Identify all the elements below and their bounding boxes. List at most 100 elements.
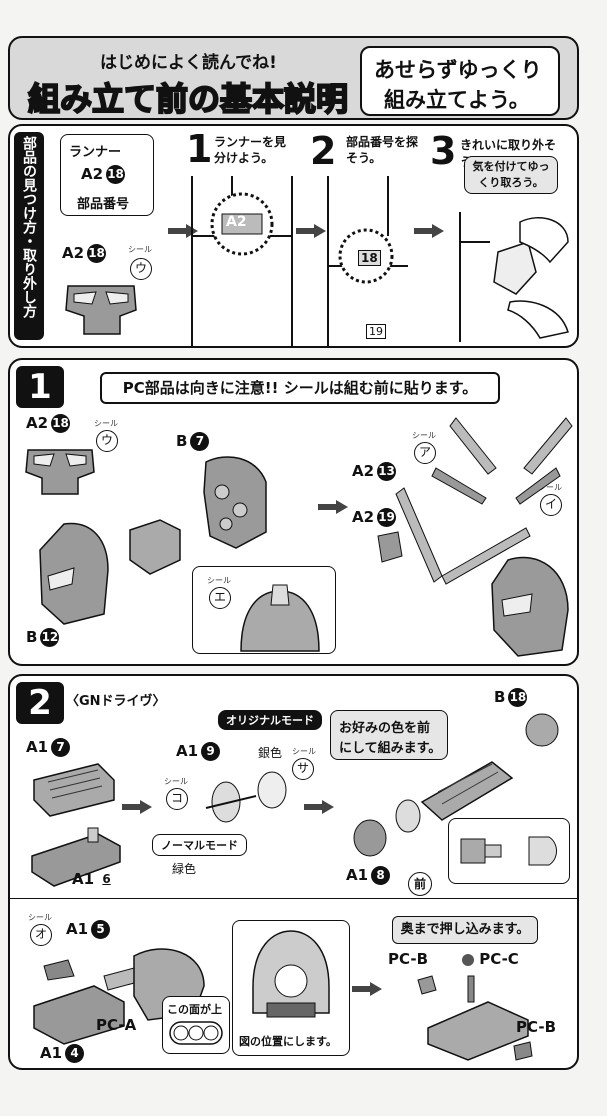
step3-bubble: 気を付けてゆっくり取ろう。	[464, 156, 558, 194]
head-back-drawing	[203, 456, 267, 549]
step2-num: 2	[28, 683, 52, 723]
face-part-drawing	[65, 285, 137, 335]
tagline-line2: 組み立てよう。	[384, 88, 530, 112]
arrow-right-icon	[122, 800, 152, 814]
runner-label: ランナー	[69, 145, 122, 160]
step2-subtitle: 〈GNドライヴ〉	[66, 694, 166, 709]
base-top-view-drawing	[252, 930, 330, 1018]
seal-o-char: オ	[30, 924, 52, 946]
silver-label: 銀色	[258, 746, 283, 760]
part-code: A2	[352, 462, 375, 480]
arrow-right-icon	[296, 224, 326, 238]
part-num: 7	[51, 738, 71, 757]
normal-mode-badge: ノーマルモード	[152, 834, 247, 856]
part-num: 18	[508, 688, 528, 707]
seal-e-label: シール	[207, 576, 231, 585]
part-code: A1	[176, 742, 199, 760]
pc-a-label: PC-A	[96, 1016, 137, 1034]
seal-a-label: シール	[412, 431, 436, 440]
pc-a-top-view-drawing	[169, 1021, 223, 1045]
part-num: 18	[51, 414, 71, 433]
part-code: A1	[72, 870, 95, 888]
step2-callout-num: 18	[358, 250, 381, 266]
step2-small-num: 19	[366, 324, 386, 339]
seal-sa-char: サ	[292, 758, 314, 780]
part-num: 6	[97, 870, 117, 889]
seal-e-detail-box: シール エ	[192, 566, 336, 654]
part-number-label: 部品番号	[77, 197, 130, 212]
step1-num-block: 1	[16, 366, 64, 408]
intro-step1-num: 1	[186, 127, 213, 171]
intro-step2-text: 部品番号を探そう。	[346, 135, 419, 165]
arrow-right-icon	[304, 800, 334, 814]
intro-seal-label: シール	[128, 245, 152, 254]
seal-ko-char: コ	[166, 788, 188, 810]
arrow-right-icon	[352, 982, 382, 996]
part-code: B	[26, 628, 38, 646]
tagline-line1: あせらずゆっくり	[374, 58, 542, 82]
step1-num: 1	[28, 367, 52, 407]
pc-b-label: PC-B	[388, 950, 429, 968]
antenna-drawing	[395, 417, 573, 585]
runner-code: A2	[81, 165, 104, 183]
part-num: 12	[40, 628, 60, 647]
gn-drive-assembly-drawing	[353, 713, 559, 857]
hand-removing-part-drawing	[459, 212, 569, 342]
seal-ko-label: シール	[164, 777, 188, 786]
small-part-drawing	[377, 531, 403, 563]
face-part-drawing	[25, 449, 95, 495]
part-code: A1	[66, 920, 89, 938]
part-code: A2	[26, 414, 49, 432]
disc-parts-drawing	[205, 771, 287, 823]
arrow-right-icon	[168, 224, 198, 238]
part-code: A1	[26, 738, 49, 756]
step3-bubble-text: 気を付けてゆっくり取ろう。	[472, 160, 550, 189]
neck-part-drawing	[129, 519, 181, 575]
header-tagline-box: あせらずゆっくり 組み立てよう。	[360, 46, 560, 116]
seal-o-label: シール	[28, 913, 52, 922]
color-note-line1: お好みの色を前	[339, 721, 431, 736]
runner-sprue-drawing	[191, 176, 293, 346]
part-num: 19	[377, 508, 397, 527]
intro-part-code-text: A2	[62, 244, 85, 262]
header-main-title: 組み立て前の基本説明	[27, 79, 349, 119]
part-num: 5	[91, 920, 111, 939]
runner-num: 18	[106, 165, 126, 184]
arrow-right-icon	[318, 500, 348, 514]
step1-seal-u-label: シール	[94, 419, 118, 428]
color-note-box: お好みの色を前 にして組みます。	[330, 710, 448, 760]
position-detail-box: 図の位置にします。	[232, 920, 350, 1056]
orientation-box: この面が上	[162, 996, 230, 1054]
intro-part-num: 18	[87, 244, 107, 263]
gn-drive-bottom-drawing	[31, 827, 121, 887]
arrow-right-icon	[414, 224, 444, 238]
pc-c-label: PC-C	[462, 950, 519, 968]
part-code: A1	[40, 1044, 63, 1062]
front-marker: 前	[408, 872, 432, 896]
green-label: 緑色	[172, 862, 197, 876]
step1-banner-text: PC部品は向きに注意!! シールは組む前に貼ります。	[122, 379, 478, 397]
gn-drive-top-drawing	[33, 763, 115, 817]
seal-sa-label: シール	[292, 747, 316, 756]
this-side-up-label: この面が上	[167, 1003, 222, 1016]
gn-drive-detail-box	[448, 818, 570, 884]
seal-a-char: ア	[414, 442, 436, 464]
intro-step1-text: ランナーを見分けよう。	[214, 135, 287, 165]
color-note-line2: にして組みます。	[339, 741, 442, 756]
part-num: 13	[377, 462, 397, 481]
step2-divider	[10, 898, 577, 899]
part-code: A1	[346, 866, 369, 884]
